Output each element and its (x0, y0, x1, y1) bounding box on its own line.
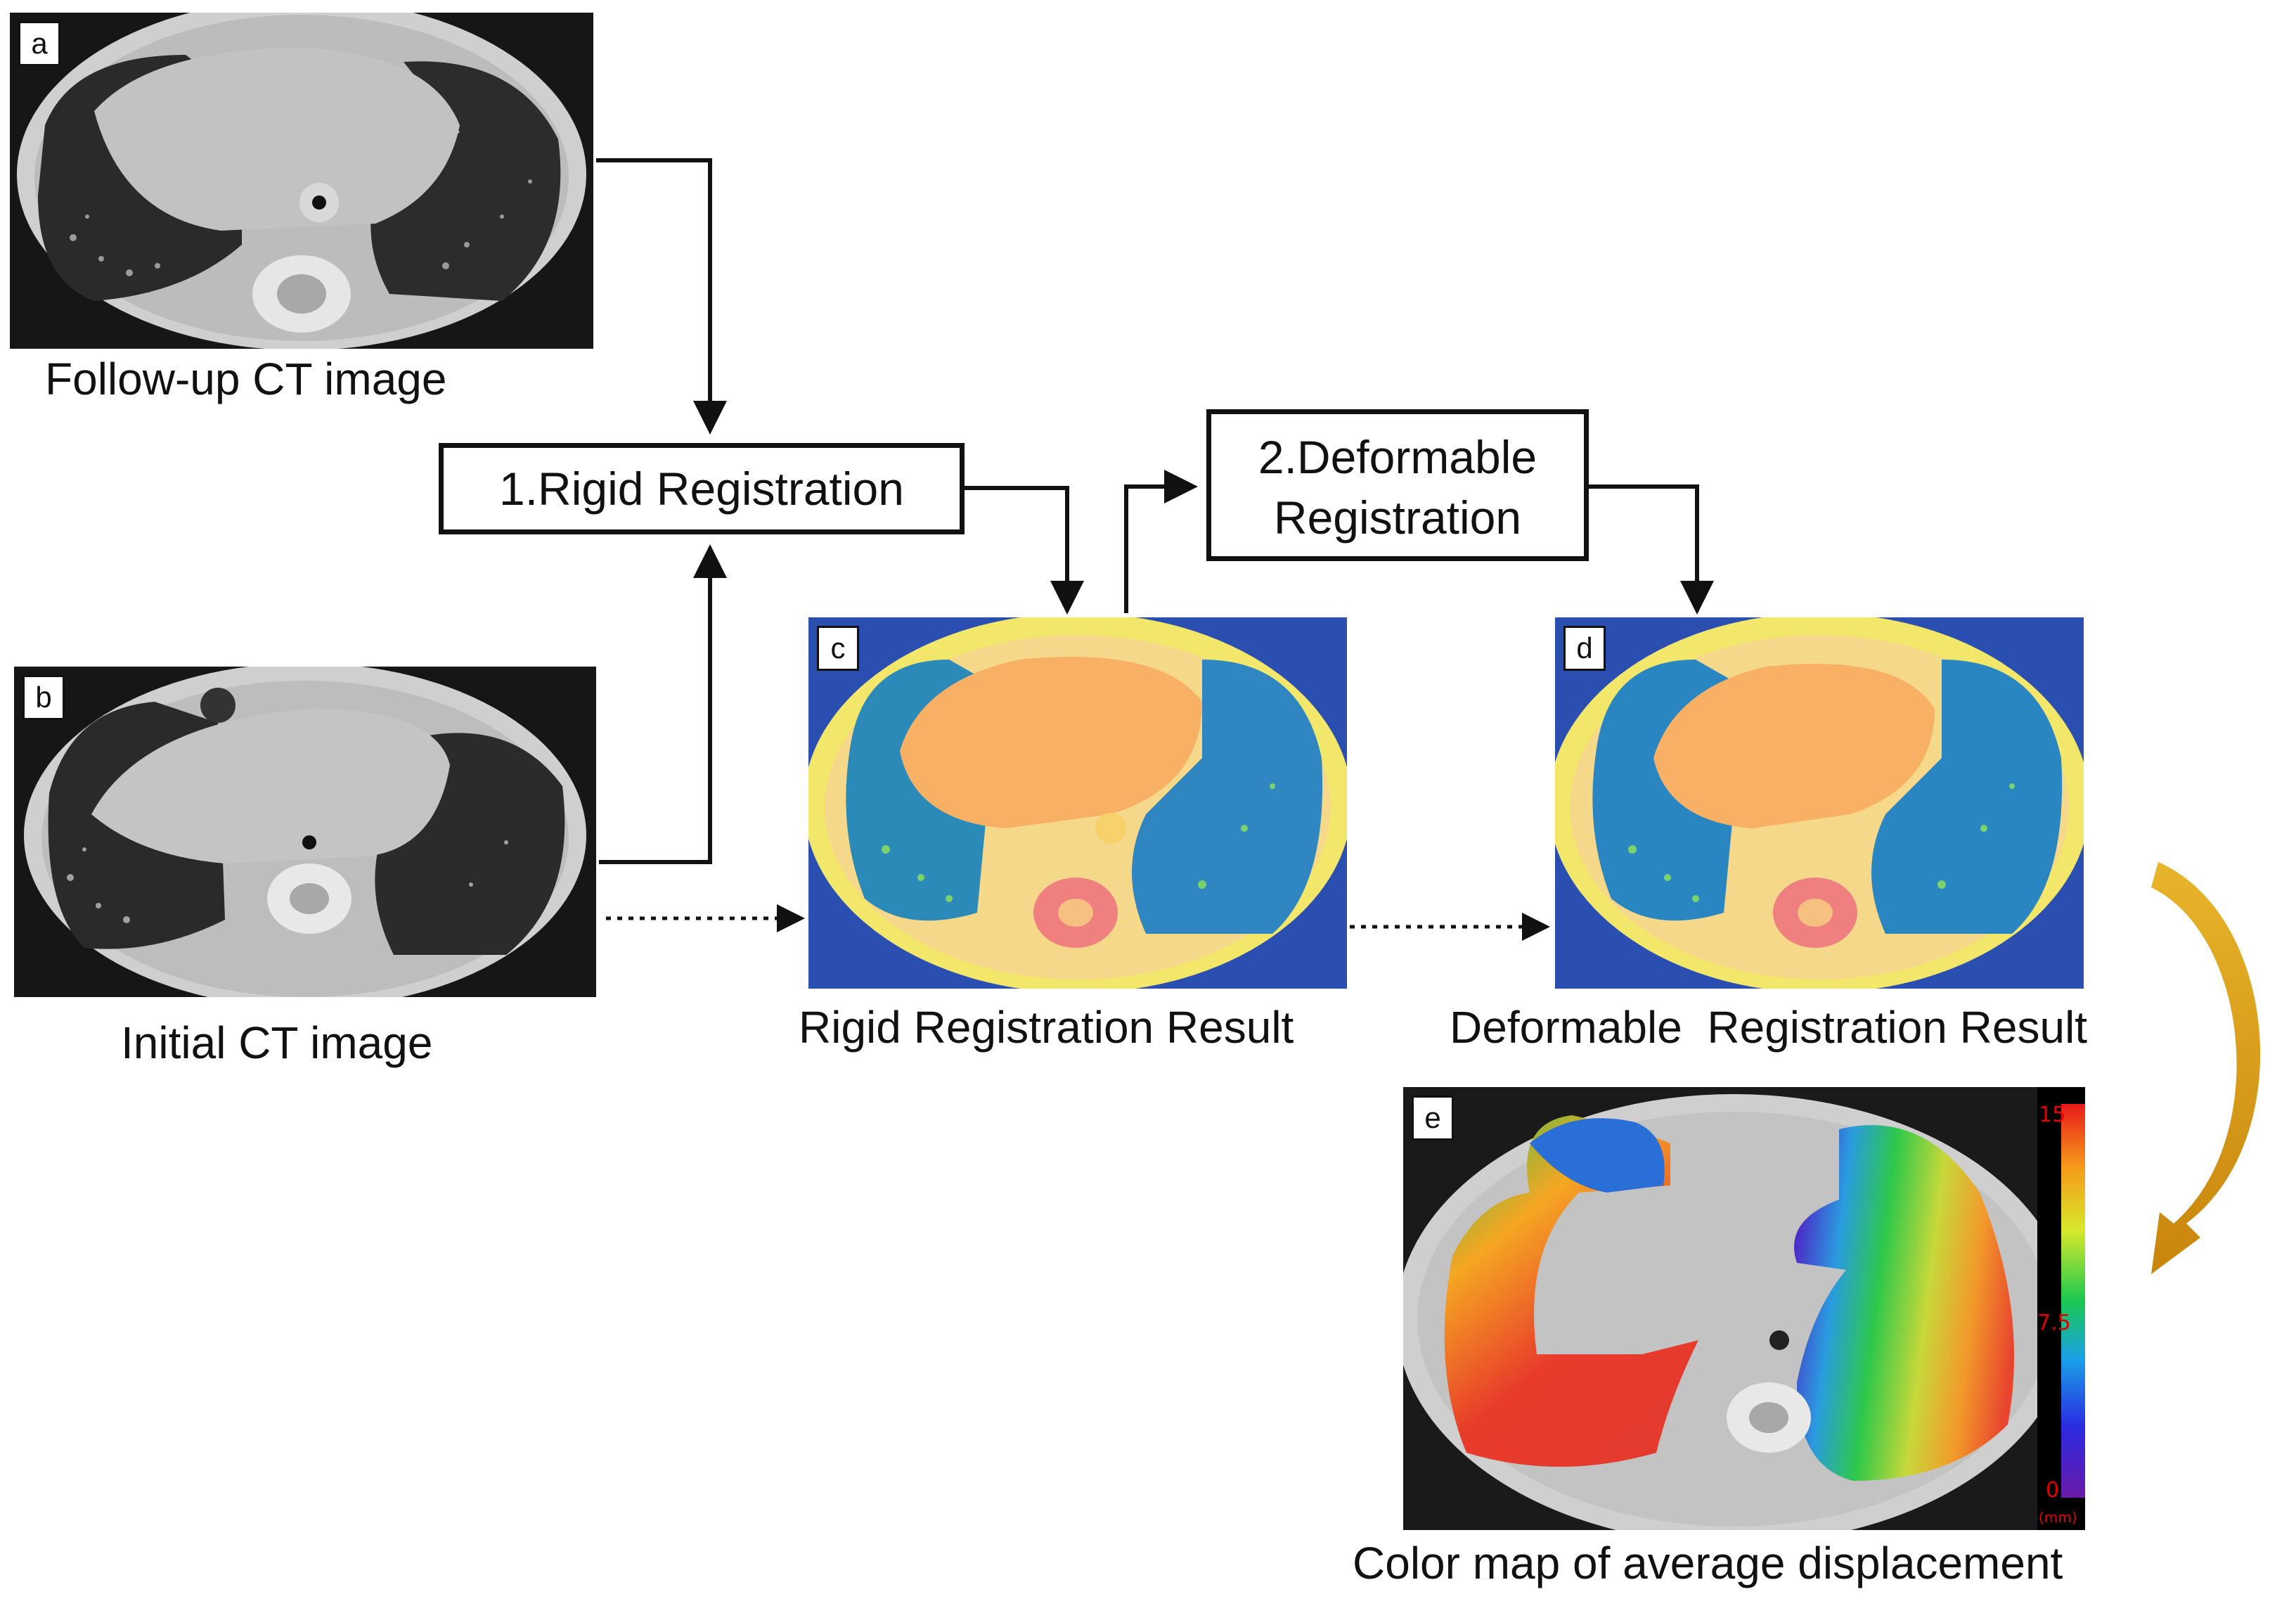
arrow-result-to-deformable (1124, 470, 1198, 613)
displacement-map-caption: Color map of average displacement (1353, 1538, 2063, 1588)
rigid-registration-overlay (808, 617, 1347, 989)
deformable-registration-step: 2.Deformable Registration (1206, 409, 1589, 561)
initial-ct-scan (14, 667, 596, 997)
colorbar-max-label: 15 (2039, 1103, 2066, 1127)
deformable-registration-line2: Registration (1273, 492, 1522, 544)
initial-ct-image: b (14, 667, 596, 997)
panel-letter-a: a (18, 21, 60, 66)
panel-letter-e: e (1412, 1096, 1454, 1141)
colorbar-gradient (2061, 1104, 2085, 1498)
panel-letter-d: d (1563, 626, 1606, 671)
arrow-followup-to-rigid (596, 158, 727, 435)
arrow-initial-to-rigid (599, 544, 727, 864)
displacement-map-overlay (1403, 1087, 2085, 1530)
colorbar-min-label: 0 (2046, 1478, 2060, 1503)
colorbar: 15 7.5 0 (mm) (2037, 1087, 2085, 1530)
arrow-rigid-to-result (965, 486, 1084, 615)
deformable-registration-image: d (1555, 617, 2084, 989)
rigid-registration-caption: Rigid Registration Result (799, 1002, 1294, 1053)
deformable-registration-overlay (1555, 617, 2084, 989)
curved-arrow-to-colormap (2151, 862, 2261, 1274)
rigid-registration-image: c (808, 617, 1347, 989)
colorbar-mid-label: 7.5 (2037, 1311, 2071, 1335)
displacement-map-image: e 15 7.5 0 (mm) (1403, 1087, 2085, 1530)
arrow-deformable-to-result (1589, 484, 1714, 615)
follow-up-ct-image: a (10, 13, 593, 349)
panel-letter-b: b (22, 675, 65, 720)
deformable-registration-line1: 2.Deformable (1258, 431, 1537, 483)
follow-up-ct-caption: Follow-up CT image (45, 354, 447, 404)
deformable-registration-caption: Deformable Registration Result (1450, 1002, 2088, 1053)
rigid-registration-step: 1.Rigid Registration (439, 443, 965, 534)
panel-letter-c: c (817, 626, 859, 671)
colorbar-unit-label: (mm) (2039, 1509, 2077, 1526)
rigid-registration-label: 1.Rigid Registration (499, 463, 904, 515)
follow-up-ct-scan (10, 13, 593, 349)
initial-ct-caption: Initial CT image (121, 1017, 433, 1068)
